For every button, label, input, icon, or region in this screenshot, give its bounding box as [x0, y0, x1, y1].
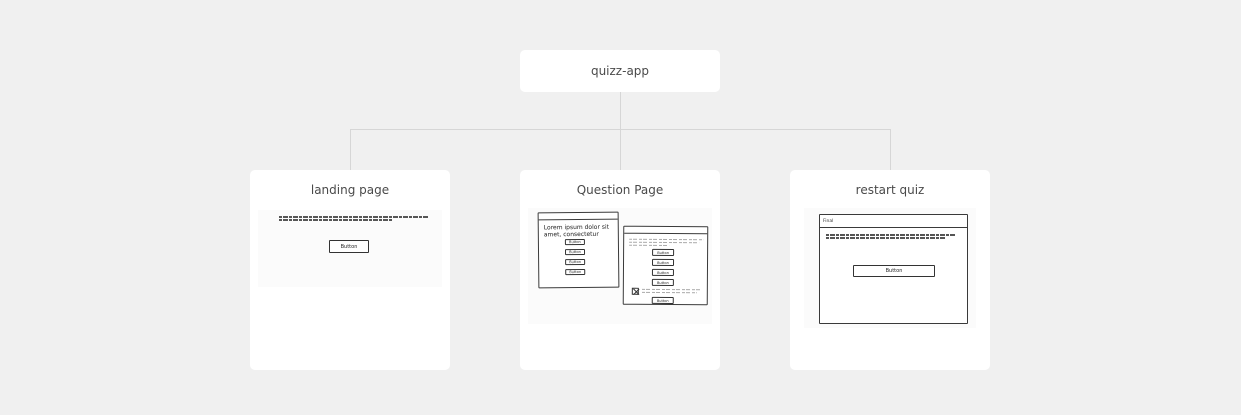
wireframe-text-line — [826, 237, 946, 239]
restart-wireframe-area: Final Button — [804, 208, 976, 328]
wireframe-titlebar — [538, 212, 618, 221]
wireframe-button: Button — [651, 296, 674, 305]
connector-to-question — [620, 129, 621, 170]
wireframe-button: Button — [564, 238, 585, 246]
landing-wireframe: Button — [258, 210, 442, 287]
wireframe-window: Final Button — [819, 214, 968, 324]
wireframe-titlebar — [624, 226, 708, 235]
connector-root-down — [620, 92, 621, 130]
wireframe-text-line — [826, 234, 956, 236]
card-title: restart quiz — [855, 183, 925, 197]
wireframe-text-line — [641, 291, 697, 294]
wireframe-text-line — [629, 241, 700, 244]
wireframe-button: Button — [651, 268, 674, 277]
question-wireframe-area: Lorem ipsum dolor sit amet, consectetur … — [528, 208, 712, 324]
wireframe-button: Button — [853, 265, 935, 277]
root-node[interactable]: quizz-app — [520, 50, 720, 92]
wireframe-text-line — [279, 219, 393, 221]
wireframe-button: Button — [329, 240, 369, 253]
connector-to-restart — [890, 129, 891, 170]
wireframe-titlebar: Final — [820, 215, 967, 228]
wireframe-button: Button — [564, 248, 586, 256]
wireframe-window-left: Lorem ipsum dolor sit amet, consectetur … — [537, 211, 620, 289]
card-title: Question Page — [576, 183, 664, 197]
connector-to-landing — [350, 129, 351, 170]
card-restart-quiz[interactable]: restart quiz Final Button — [790, 170, 990, 370]
card-landing-page[interactable]: landing page Button — [250, 170, 450, 370]
wireframe-heading: Lorem ipsum dolor sit amet, consectetur — [543, 223, 609, 239]
wireframe-button: Button — [565, 268, 586, 276]
wireframe-text-line — [629, 238, 704, 241]
wireframe-button: Button — [565, 258, 586, 266]
wireframe-button: Button — [651, 258, 675, 267]
card-title: landing page — [310, 183, 390, 197]
wireframe-window-right: Button Button Button Button Button — [622, 225, 709, 306]
root-node-label: quizz-app — [590, 64, 650, 78]
wireframe-button: Button — [651, 278, 674, 287]
wireframe-button: Button — [652, 248, 675, 257]
wireframe-text-line — [641, 288, 702, 291]
card-question-page[interactable]: Question Page Lorem ipsum dolor sit amet… — [520, 170, 720, 370]
wireframe-image-placeholder — [631, 287, 639, 295]
wireframe-text-line — [629, 244, 670, 247]
wireframe-text-line — [279, 216, 429, 218]
